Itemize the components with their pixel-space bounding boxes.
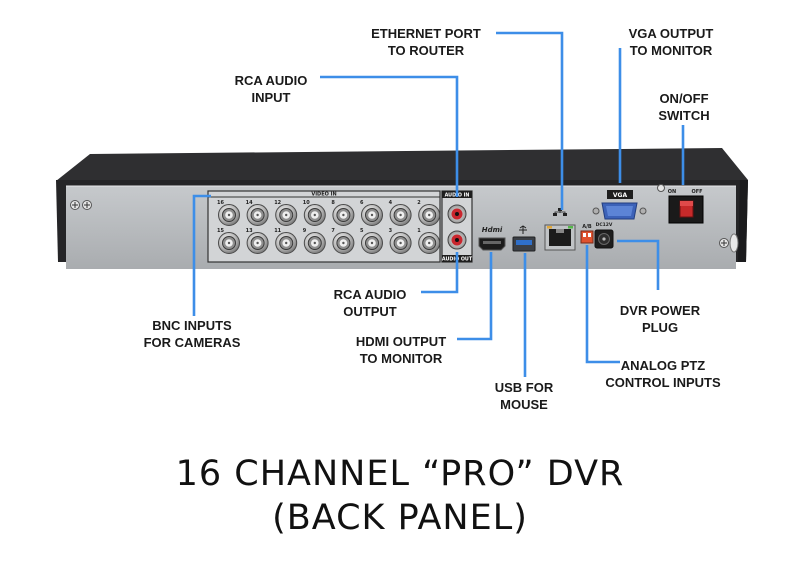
- rca-input-callout: [320, 75, 459, 197]
- bnc-port: [246, 232, 269, 254]
- rca-audio-output-port: [447, 230, 467, 250]
- channel-number-label: 7: [331, 228, 335, 234]
- channel-number-label: 8: [331, 200, 335, 206]
- channel-number-label: 6: [360, 200, 364, 206]
- bnc-port: [361, 204, 383, 226]
- ab-label: A/B: [582, 224, 592, 230]
- ptz-terminal: A/B: [580, 224, 594, 244]
- channel-number-label: 9: [303, 228, 307, 234]
- vga-label: VGA: [613, 192, 628, 199]
- bnc-port: [418, 204, 441, 226]
- title-line-1: 16 CHANNEL “PRO” DVR: [175, 454, 625, 494]
- channel-number-label: 14: [246, 200, 253, 206]
- bnc-port: [332, 232, 355, 254]
- bnc-port: [389, 204, 412, 226]
- hdmi-port: Hdmi: [478, 226, 506, 251]
- usb-port: [512, 225, 536, 252]
- channel-number-label: 11: [274, 228, 281, 234]
- ethernet-port: [544, 208, 576, 251]
- screw-icon: [70, 184, 729, 248]
- hdmi-logo: Hdmi: [482, 226, 503, 234]
- bnc-port: [246, 204, 269, 226]
- diagram-title: 16 CHANNEL “PRO” DVR (BACK PANEL): [0, 452, 800, 540]
- ptz-callout: [585, 245, 620, 364]
- channel-number-label: 1: [417, 228, 421, 234]
- channel-number-label: 15: [217, 228, 224, 234]
- channel-number-label: 5: [360, 228, 364, 234]
- title-line-2: (BACK PANEL): [272, 498, 528, 538]
- power-switch: ON OFF: [668, 189, 704, 224]
- bnc-port: [389, 232, 412, 254]
- video-in-label: VIDEO IN: [311, 192, 336, 198]
- bnc-port: [218, 232, 240, 254]
- on-label: ON: [668, 189, 676, 195]
- off-label: OFF: [691, 189, 702, 195]
- bnc-callout: [192, 194, 211, 316]
- hdmi-callout: [457, 252, 493, 341]
- vga-port: VGA: [592, 190, 647, 220]
- rca-output-callout: [421, 252, 459, 294]
- power-callout: [617, 239, 660, 290]
- bnc-port: [303, 232, 326, 254]
- bnc-port: [418, 232, 441, 254]
- channel-number-label: 3: [389, 228, 393, 234]
- bnc-input-block: VIDEO IN 16 14 12 10 8 6 4 2 15 13 11 9 7 5 3 1: [207, 190, 441, 263]
- channel-number-label: 4: [389, 200, 393, 206]
- dc-power-port: DC12V: [594, 222, 614, 249]
- channel-number-label: 13: [246, 228, 253, 234]
- grounding-clip: [729, 233, 739, 253]
- bnc-port: [218, 204, 240, 226]
- rca-audio-input-port: [447, 204, 467, 224]
- bnc-port: [303, 204, 326, 226]
- bnc-port: [275, 232, 298, 254]
- channel-number-label: 16: [217, 200, 224, 206]
- bnc-port: [332, 204, 355, 226]
- channel-number-label: 10: [303, 200, 310, 206]
- bnc-port: [361, 232, 383, 254]
- bnc-port: [275, 204, 298, 226]
- audio-block: AUDIO IN AUDIO OUT: [441, 190, 473, 263]
- usb-icon: [519, 225, 527, 234]
- callout-lines: [192, 31, 685, 377]
- ethernet-callout: [496, 31, 564, 210]
- dc-label: DC12V: [596, 222, 613, 228]
- channel-number-label: 2: [417, 200, 421, 206]
- channel-number-label: 12: [274, 200, 281, 206]
- network-icon: [553, 208, 567, 216]
